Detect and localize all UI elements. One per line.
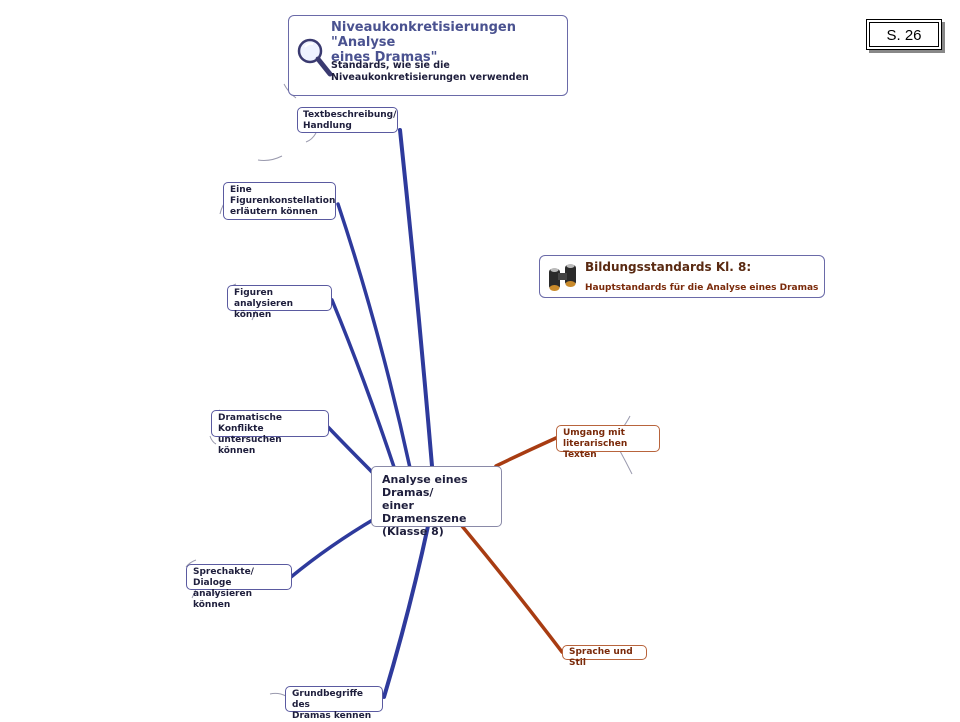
branch-line-umgang (494, 436, 558, 468)
magnifier-icon (297, 38, 333, 77)
central-topic-node[interactable]: Analyse eines Dramas/ einer Dramenszene … (371, 466, 502, 538)
branch-line-sprechakte (289, 516, 378, 579)
node-figurenkonstellation[interactable]: Eine Figurenkonstellation erläutern könn… (223, 182, 336, 220)
page-number-badge: S. 26 (866, 19, 942, 50)
bildungsstandards-subtitle: Hauptstandards für die Analyse eines Dra… (585, 283, 819, 293)
branch-line-figuren (330, 298, 397, 472)
node-textbeschreibung[interactable]: Textbeschreibung/ Handlung (297, 107, 398, 133)
branch-line-sprache (460, 524, 564, 654)
node-grundbegriffe[interactable]: Grundbegriffe des Dramas kennen (285, 686, 383, 721)
node-umgang-literarische-texte[interactable]: Umgang mit literarischen Texten (556, 425, 660, 460)
bildungsstandards-title: Bildungsstandards Kl. 8: (585, 260, 752, 274)
branch-line-figurenkonstellation (336, 202, 412, 470)
page-number-label: S. 26 (869, 22, 939, 47)
node-figuren-analysieren[interactable]: Figuren analysieren können (227, 285, 332, 320)
bildungsstandards-callout[interactable]: Bildungsstandards Kl. 8: Hauptstandards … (539, 255, 825, 298)
niveau-callout-title: Niveaukonkretisierungen "Analyse eines D… (331, 20, 516, 65)
binoculars-icon (549, 264, 576, 291)
node-sprechakte[interactable]: Sprechakte/ Dialoge analysieren können (186, 564, 292, 610)
branch-line-grundbegriffe (382, 524, 430, 699)
node-sprache-und-stil[interactable]: Sprache und Stil (562, 645, 647, 668)
niveau-callout[interactable]: Niveaukonkretisierungen "Analyse eines D… (288, 15, 568, 96)
node-dramatische-konflikte[interactable]: Dramatische Konflikte untersuchen können (211, 410, 329, 456)
branch-line-textbeschreibung (398, 128, 434, 468)
niveau-callout-subtitle: Standards, wie sie die Niveaukonkretisie… (331, 60, 529, 83)
